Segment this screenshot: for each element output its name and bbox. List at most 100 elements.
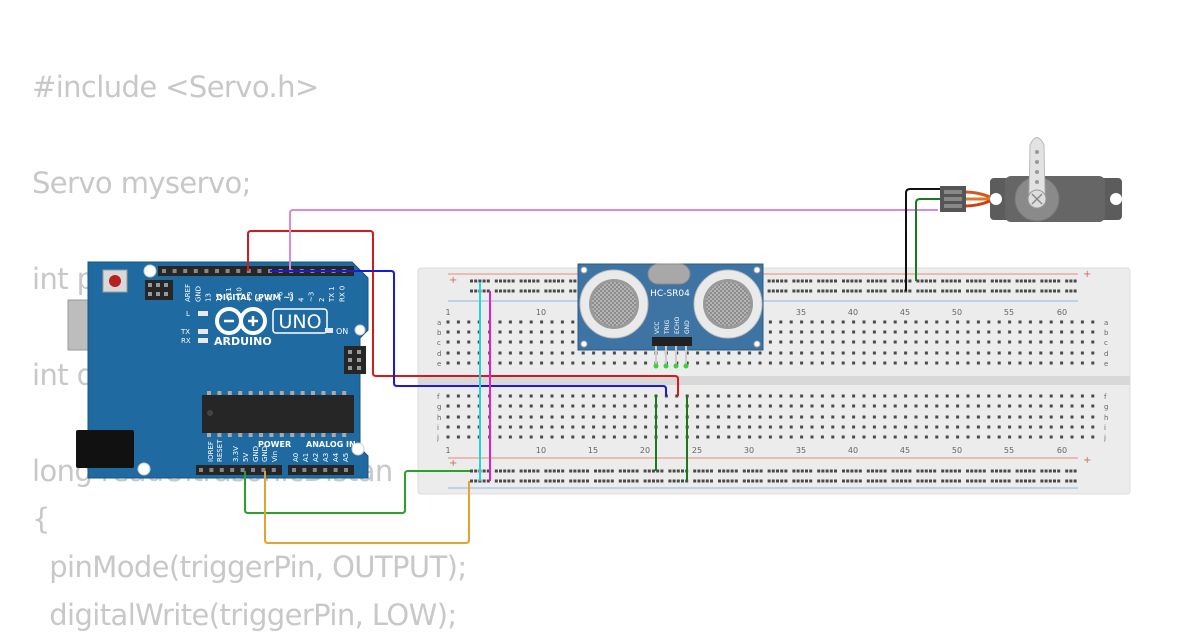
breadboard-hole[interactable] (612, 425, 616, 429)
rail-hole[interactable] (1044, 479, 1048, 483)
breadboard-hole[interactable] (831, 340, 835, 344)
rail-hole[interactable] (854, 479, 858, 483)
breadboard-hole[interactable] (862, 361, 866, 365)
rail-hole[interactable] (1028, 479, 1032, 483)
breadboard-hole[interactable] (748, 351, 752, 355)
breadboard-hole[interactable] (560, 340, 564, 344)
rail-hole[interactable] (701, 479, 705, 483)
breadboard-hole[interactable] (1091, 340, 1095, 344)
rail-hole[interactable] (854, 469, 858, 473)
breadboard-hole[interactable] (623, 361, 627, 365)
rail-hole[interactable] (990, 469, 994, 473)
breadboard-hole[interactable] (976, 425, 980, 429)
breadboard-hole[interactable] (1091, 330, 1095, 334)
rail-hole[interactable] (561, 279, 565, 283)
rail-hole[interactable] (710, 469, 713, 473)
rail-hole[interactable] (623, 479, 626, 483)
rail-hole[interactable] (842, 479, 845, 483)
breadboard-hole[interactable] (498, 351, 502, 355)
breadboard-hole[interactable] (560, 330, 564, 334)
breadboard-hole[interactable] (924, 330, 928, 334)
breadboard-hole[interactable] (956, 425, 960, 429)
breadboard-hole[interactable] (883, 415, 887, 419)
breadboard-hole[interactable] (467, 415, 471, 419)
rail-hole[interactable] (519, 289, 523, 293)
rail-hole[interactable] (858, 279, 862, 283)
breadboard-hole[interactable] (976, 435, 980, 439)
rail-hole[interactable] (1057, 289, 1061, 293)
breadboard-hole[interactable] (716, 435, 720, 439)
rail-hole[interactable] (602, 479, 606, 483)
rail-hole[interactable] (846, 279, 850, 283)
rail-hole[interactable] (672, 469, 676, 473)
breadboard-hole[interactable] (883, 404, 887, 408)
rail-hole[interactable] (995, 279, 998, 283)
breadboard-hole[interactable] (1049, 320, 1053, 324)
rail-hole[interactable] (858, 289, 862, 293)
wire-pink[interactable] (289, 209, 938, 271)
rail-hole[interactable] (871, 289, 874, 293)
breadboard-hole[interactable] (914, 351, 918, 355)
breadboard-hole[interactable] (758, 425, 762, 429)
rail-hole[interactable] (507, 469, 511, 473)
breadboard-hole[interactable] (1049, 394, 1053, 398)
breadboard-hole[interactable] (1018, 404, 1022, 408)
breadboard-hole[interactable] (1018, 330, 1022, 334)
breadboard-hole[interactable] (997, 394, 1001, 398)
breadboard-hole[interactable] (737, 425, 741, 429)
rail-hole[interactable] (776, 289, 779, 293)
rail-hole[interactable] (875, 279, 879, 283)
rail-hole[interactable] (871, 469, 874, 473)
breadboard-hole[interactable] (768, 425, 772, 429)
breadboard-hole[interactable] (956, 340, 960, 344)
breadboard-hole[interactable] (987, 425, 991, 429)
breadboard-hole[interactable] (508, 340, 512, 344)
breadboard-hole[interactable] (997, 330, 1001, 334)
breadboard-hole[interactable] (976, 340, 980, 344)
breadboard-hole[interactable] (924, 340, 928, 344)
rail-hole[interactable] (519, 279, 523, 283)
breadboard-hole[interactable] (706, 351, 710, 355)
rail-hole[interactable] (879, 479, 883, 483)
rail-hole[interactable] (966, 289, 969, 293)
rail-hole[interactable] (891, 279, 895, 283)
rail-hole[interactable] (503, 289, 507, 293)
breadboard-hole[interactable] (1008, 404, 1012, 408)
breadboard-hole[interactable] (758, 404, 762, 408)
breadboard-hole[interactable] (602, 351, 606, 355)
breadboard-hole[interactable] (644, 394, 648, 398)
rail-hole[interactable] (759, 479, 763, 483)
breadboard-hole[interactable] (571, 404, 575, 408)
breadboard-hole[interactable] (737, 435, 741, 439)
rail-hole[interactable] (482, 469, 486, 473)
rail-hole[interactable] (858, 479, 862, 483)
breadboard-hole[interactable] (914, 340, 918, 344)
rail-hole[interactable] (895, 279, 899, 283)
breadboard-hole[interactable] (893, 435, 897, 439)
rail-hole[interactable] (834, 479, 837, 483)
breadboard-hole[interactable] (498, 320, 502, 324)
rail-hole[interactable] (945, 289, 949, 293)
rail-hole[interactable] (908, 479, 912, 483)
breadboard-hole[interactable] (841, 361, 845, 365)
rail-hole[interactable] (924, 479, 928, 483)
rail-hole[interactable] (544, 479, 548, 483)
breadboard-hole[interactable] (779, 351, 783, 355)
rail-hole[interactable] (1069, 479, 1073, 483)
breadboard-hole[interactable] (924, 404, 928, 408)
breadboard-hole[interactable] (924, 415, 928, 419)
breadboard-hole[interactable] (945, 435, 949, 439)
breadboard-hole[interactable] (540, 351, 544, 355)
header-pin[interactable] (204, 269, 209, 273)
breadboard-hole[interactable] (831, 361, 835, 365)
rail-hole[interactable] (519, 469, 523, 473)
breadboard-hole[interactable] (519, 394, 523, 398)
rail-hole[interactable] (656, 479, 660, 483)
rail-hole[interactable] (800, 289, 804, 293)
breadboard-hole[interactable] (976, 415, 980, 419)
rail-hole[interactable] (668, 479, 672, 483)
rail-hole[interactable] (470, 289, 473, 293)
breadboard-hole[interactable] (633, 415, 637, 419)
breadboard-hole[interactable] (560, 435, 564, 439)
header-pin[interactable] (323, 468, 328, 472)
